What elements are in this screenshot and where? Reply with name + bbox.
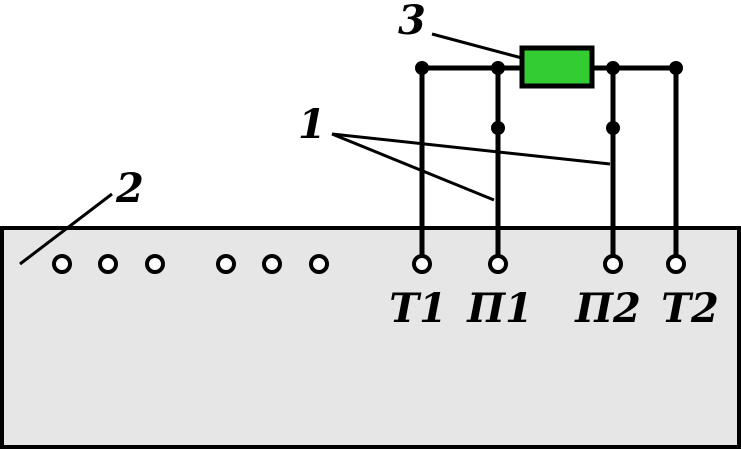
terminal-sockets xyxy=(412,254,686,274)
terminal-socket-t1 xyxy=(412,254,432,274)
terminal-label-t1: T1 xyxy=(389,285,447,332)
callout-3: 3 xyxy=(398,0,426,44)
leader-line-2 xyxy=(19,192,113,266)
junction-dot xyxy=(606,121,620,135)
sample-component xyxy=(519,45,595,89)
junction-dot xyxy=(491,121,505,135)
terminal-label-t2: T2 xyxy=(661,285,719,332)
junction-dot xyxy=(606,61,620,75)
callout-1: 1 xyxy=(298,101,326,148)
socket xyxy=(262,254,282,274)
socket xyxy=(309,254,329,274)
terminal-socket-p1 xyxy=(488,254,508,274)
junctions xyxy=(415,61,683,135)
socket xyxy=(52,254,72,274)
socket xyxy=(98,254,118,274)
leader-line-1b xyxy=(331,132,611,166)
junction-dot xyxy=(491,61,505,75)
wires xyxy=(419,65,679,256)
terminal-label-p1: П1 xyxy=(466,285,533,332)
terminal-socket-p2 xyxy=(603,254,623,274)
leader-line-3 xyxy=(431,32,523,60)
junction-dot xyxy=(669,61,683,75)
callout-2: 2 xyxy=(115,165,144,212)
terminal-label-p2: П2 xyxy=(574,285,641,332)
junction-dot xyxy=(415,61,429,75)
leader-line-1a xyxy=(331,132,495,202)
terminal-socket-t2 xyxy=(666,254,686,274)
unused-sockets xyxy=(52,254,329,274)
socket xyxy=(145,254,165,274)
leader-lines xyxy=(19,32,611,266)
socket xyxy=(216,254,236,274)
